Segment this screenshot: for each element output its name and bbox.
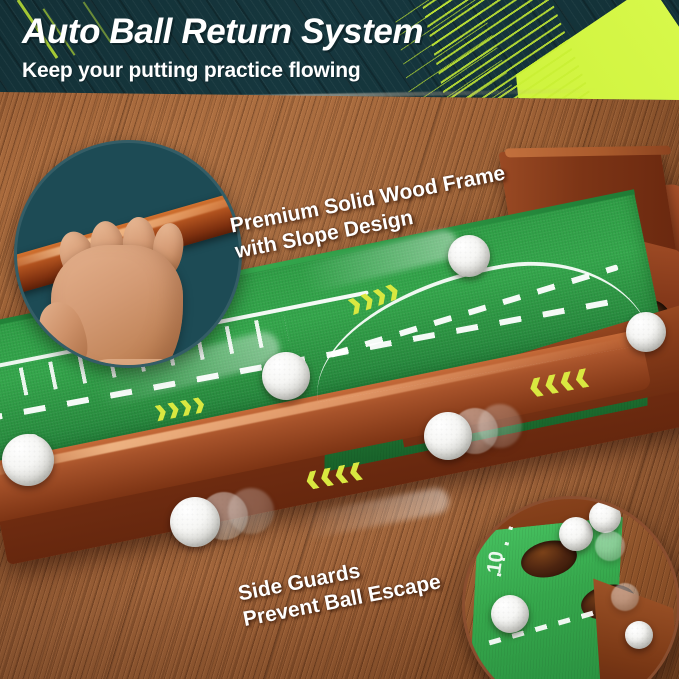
chevron-icon xyxy=(180,399,193,416)
golf-ball xyxy=(448,235,490,277)
golf-ball-motion-ghost xyxy=(228,488,274,534)
golf-ball-motion-ghost xyxy=(478,404,522,448)
hand-graphic xyxy=(31,183,205,365)
chevron-left-icon xyxy=(319,467,334,487)
inset-side-guard-detail: 10 xyxy=(462,496,679,679)
chevron-icon xyxy=(154,404,167,421)
golf-ball xyxy=(626,312,666,352)
golf-ball xyxy=(589,501,621,533)
golf-ball-motion-ghost xyxy=(611,583,639,611)
header-banner: Auto Ball Return System Keep your puttin… xyxy=(0,0,679,100)
golf-ball xyxy=(262,352,310,400)
golf-ball xyxy=(2,434,54,486)
page-subtitle: Keep your putting practice flowing xyxy=(22,59,361,82)
chevron-left-icon xyxy=(528,377,543,398)
chevron-icon xyxy=(167,402,180,419)
chevron-left-icon xyxy=(334,465,349,485)
chevron-icon xyxy=(373,287,388,306)
inset-distance-number: 10 xyxy=(483,549,509,575)
chevron-icon xyxy=(360,292,375,311)
golf-ball xyxy=(559,517,593,551)
golf-ball-motion-ghost xyxy=(595,531,625,561)
chevron-left-icon xyxy=(559,371,574,392)
banner-text-block: Auto Ball Return System Keep your puttin… xyxy=(22,12,424,82)
chevron-left-icon xyxy=(305,470,320,490)
inset-hand-on-rail xyxy=(14,140,242,368)
golf-ball xyxy=(625,621,653,649)
golf-ball xyxy=(424,412,472,460)
page-title: Auto Ball Return System xyxy=(22,12,424,51)
chevron-left-icon xyxy=(544,374,559,395)
golf-ball xyxy=(491,595,529,633)
wrist xyxy=(79,359,191,365)
golf-ball xyxy=(170,497,220,547)
